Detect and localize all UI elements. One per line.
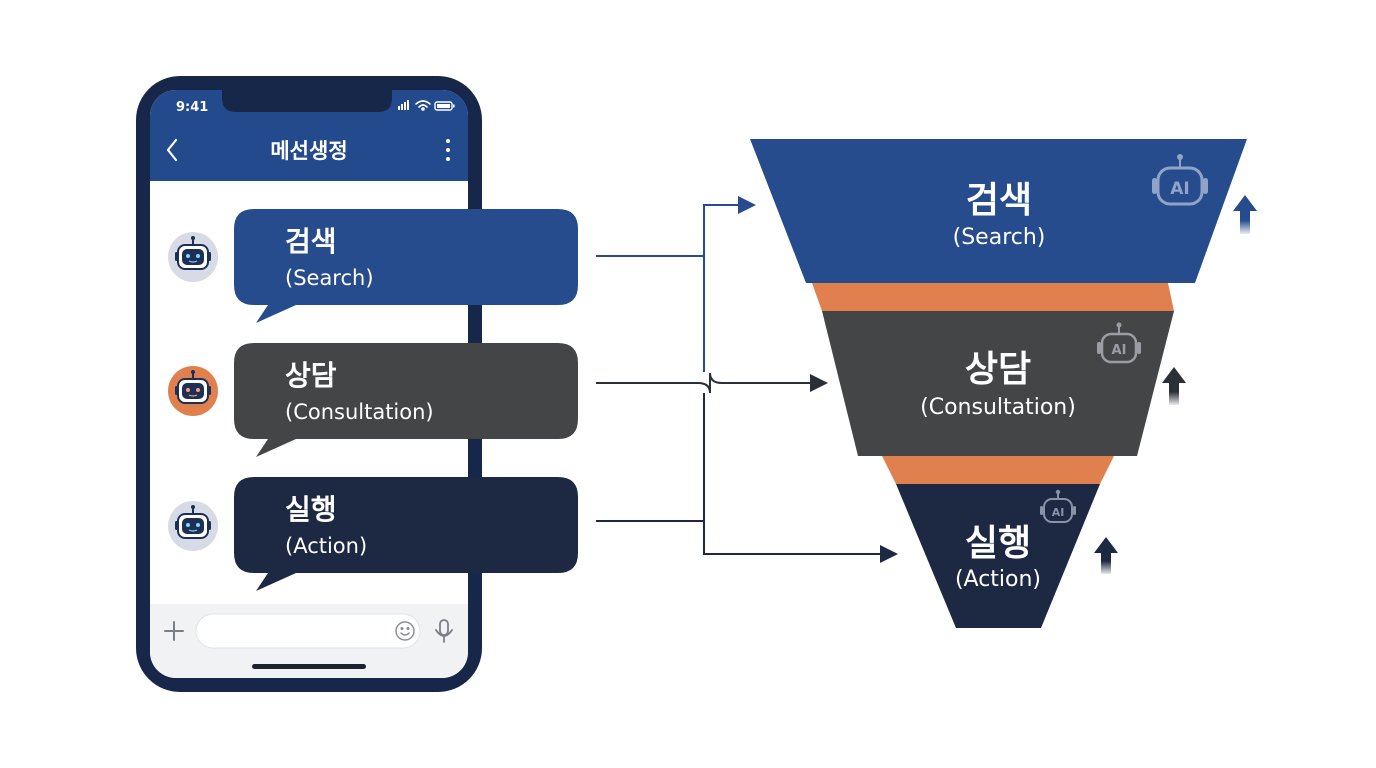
funnel-label-ko: 실행 <box>965 523 1031 564</box>
bubble-label-en: (Search) <box>285 266 374 290</box>
funnel-stage-consultation[interactable]: 상담 (Consultation) AI <box>822 311 1174 456</box>
back-icon[interactable] <box>166 138 178 162</box>
funnel-label-ko: 검색 <box>966 180 1032 221</box>
funnel-label-en: (Consultation) <box>920 395 1076 420</box>
chat-row-consultation: 상담 (Consultation) <box>168 343 578 457</box>
ai-robot-icon: AI <box>1040 489 1076 523</box>
arrow-up-icon <box>1233 195 1257 234</box>
connector-action <box>596 393 880 555</box>
wifi-icon <box>415 100 431 111</box>
bubble-label-en: (Action) <box>285 534 367 558</box>
funnel-band-lower <box>882 456 1114 484</box>
ai-robot-icon: AI <box>1097 322 1141 364</box>
funnel: 검색 (Search) AI 상담 (Consultation) AI <box>750 139 1247 628</box>
chat-row-action: 실행 (Action) <box>168 477 578 591</box>
battery-icon <box>434 101 455 111</box>
connector-search <box>596 204 740 257</box>
funnel-stage-search[interactable]: 검색 (Search) AI <box>750 139 1247 283</box>
microphone-icon[interactable] <box>435 619 453 643</box>
chat-bubble-action[interactable]: 실행 (Action) <box>234 477 578 591</box>
funnel-label-en: (Search) <box>953 225 1046 250</box>
svg-text:AI: AI <box>1112 343 1127 358</box>
funnel-label-en: (Action) <box>955 567 1041 592</box>
bubble-label-ko: 상담 <box>285 359 337 392</box>
more-icon[interactable] <box>446 139 450 161</box>
svg-text:AI: AI <box>1170 179 1189 199</box>
bubble-label-ko: 검색 <box>285 225 337 258</box>
signal-icon <box>398 100 409 110</box>
arrowhead-action <box>880 545 898 563</box>
message-input[interactable] <box>195 613 421 649</box>
page-title: 메선생정 <box>270 139 347 163</box>
funnel-stage-action[interactable]: 실행 (Action) AI <box>896 484 1100 628</box>
bubble-label-ko: 실행 <box>285 493 337 526</box>
chat-row-search: 검색 (Search) <box>168 209 578 323</box>
emoji-icon[interactable] <box>395 621 415 641</box>
funnel-label-ko: 상담 <box>965 349 1031 390</box>
robot-avatar-icon <box>168 366 218 416</box>
chat-bubble-search[interactable]: 검색 (Search) <box>234 209 578 323</box>
ai-robot-icon: AI <box>1152 154 1208 206</box>
chat-bubble-consultation[interactable]: 상담 (Consultation) <box>234 343 578 457</box>
bubble-label-en: (Consultation) <box>285 400 434 424</box>
status-time: 9:41 <box>176 100 208 115</box>
connector-consultation <box>596 372 812 394</box>
arrowhead-consultation <box>810 374 828 392</box>
plus-icon[interactable] <box>164 621 184 641</box>
svg-text:AI: AI <box>1052 506 1065 519</box>
robot-avatar-icon <box>168 501 218 551</box>
arrowhead-search <box>738 196 756 214</box>
arrow-up-icon <box>1094 537 1118 574</box>
arrow-up-icon <box>1162 367 1186 405</box>
connector-lines <box>596 204 880 555</box>
home-indicator <box>252 664 366 669</box>
robot-avatar-icon <box>168 232 218 282</box>
phone-notch <box>222 90 392 112</box>
funnel-band-upper <box>812 283 1174 311</box>
